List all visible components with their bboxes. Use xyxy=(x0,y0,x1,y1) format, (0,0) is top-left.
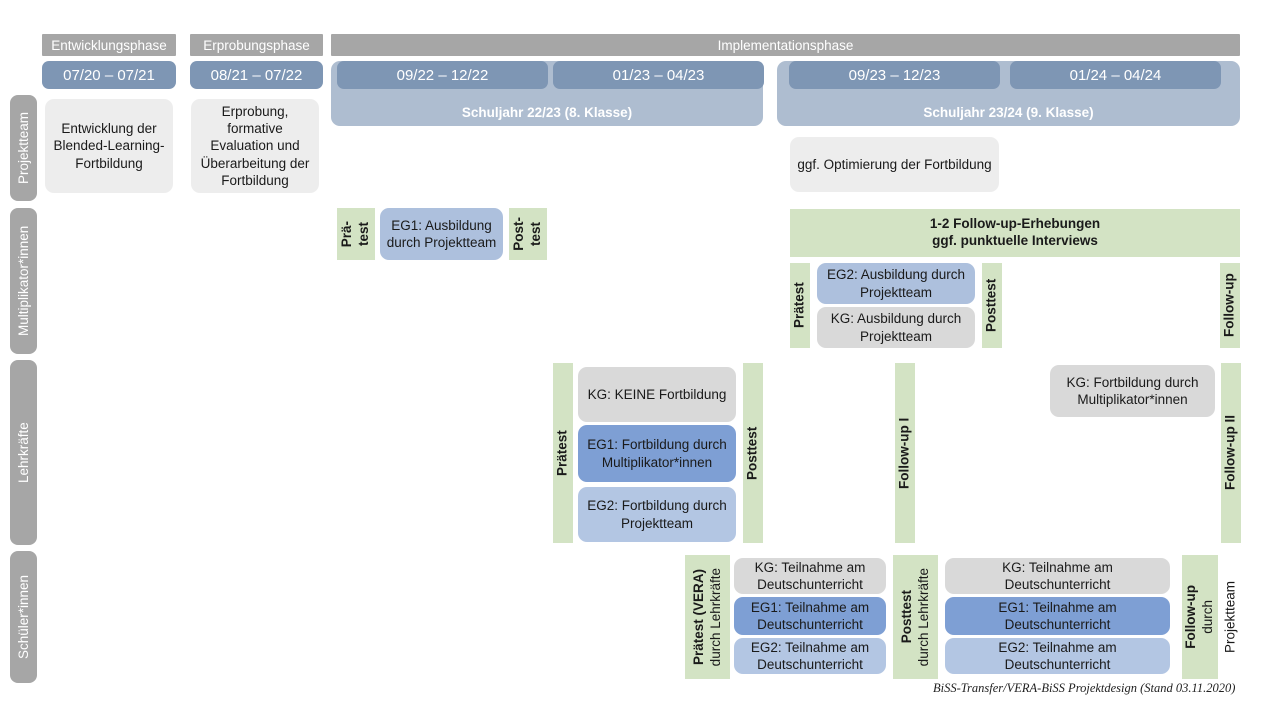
multiplikatoren-posttest-1: Post- test xyxy=(509,208,547,260)
multiplikatoren-praetest-1: Prä- test xyxy=(337,208,375,260)
lehrkraefte-followup-2: Follow-up II xyxy=(1221,363,1241,543)
projektteam-erprobung-card: Erprobung, formative Evaluation und Über… xyxy=(191,99,319,193)
multiplikatoren-praetest-2: Prätest xyxy=(790,263,810,348)
period-08-21-07-22: 08/21 – 07/22 xyxy=(190,61,323,89)
period-09-23-12-23: 09/23 – 12/23 xyxy=(789,61,1000,89)
schueler-praetest-sub: durch Lehrkräfte xyxy=(707,567,723,667)
schueler-posttest-sub: durch Lehrkräfte xyxy=(915,567,931,667)
multiplikatoren-followup-banner-line2: ggf. punktuelle Interviews xyxy=(932,233,1098,248)
multiplikatoren-praetest-1-line1: Prä- xyxy=(339,220,355,248)
lehrkraefte-followup-1: Follow-up I xyxy=(895,363,915,543)
phase-band-erprobungsphase: Erprobungsphase xyxy=(190,34,323,56)
row-label-schueler: Schüler*innen xyxy=(10,551,37,683)
lehrkraefte-posttest: Posttest xyxy=(743,363,763,543)
multiplikatoren-eg1-card: EG1: Ausbildung durch Projektteam xyxy=(380,208,503,260)
schueler-block-b-kg-card: KG: Teilnahme am Deutschunterricht xyxy=(945,558,1170,594)
schueler-block-b-eg2-card: EG2: Teilnahme am Deutschunterricht xyxy=(945,638,1170,674)
lehrkraefte-kg-keine-card: KG: KEINE Fortbildung xyxy=(578,367,736,422)
footer-credit: BiSS-Transfer/VERA-BiSS Projektdesign (S… xyxy=(933,681,1236,695)
multiplikatoren-eg2-card: EG2: Ausbildung durch Projektteam xyxy=(817,263,975,304)
row-label-multiplikatoren: Multiplikator*innen xyxy=(10,208,37,354)
schueler-posttest: Posttest durch Lehrkräfte xyxy=(893,555,938,679)
multiplikatoren-followup-banner: 1-2 Follow-up-Erhebungen ggf. punktuelle… xyxy=(790,209,1240,257)
multiplikatoren-posttest-1-line2: test xyxy=(528,221,543,246)
period-01-23-04-23: 01/23 – 04/23 xyxy=(553,61,764,89)
schueler-praetest-vera: Prätest (VERA) durch Lehrkräfte xyxy=(685,555,730,679)
multiplikatoren-praetest-1-line2: test xyxy=(356,221,371,246)
schueler-block-b-eg1-card: EG1: Teilnahme am Deutschunterricht xyxy=(945,597,1170,635)
period-09-22-12-22: 09/22 – 12/22 xyxy=(337,61,548,89)
schueler-followup-sub2: Projektteam xyxy=(1222,580,1238,654)
schueler-block-a-eg2-card: EG2: Teilnahme am Deutschunterricht xyxy=(734,638,886,674)
multiplikatoren-followup-banner-line1: 1-2 Follow-up-Erhebungen xyxy=(929,216,1101,232)
multiplikatoren-posttest-2: Posttest xyxy=(982,263,1002,348)
schueler-block-a-kg-card: KG: Teilnahme am Deutschunterricht xyxy=(734,558,886,594)
phase-band-implementationsphase: Implementationsphase xyxy=(331,34,1240,56)
multiplikatoren-followup: Follow-up xyxy=(1220,263,1240,348)
row-label-lehrkraefte: Lehrkräfte xyxy=(10,360,37,545)
schueler-followup-sub1: durch xyxy=(1200,600,1215,634)
row-label-projektteam: Projektteam xyxy=(10,95,37,201)
schueler-posttest-main: Posttest xyxy=(898,590,914,644)
schueler-followup: Follow-up durch xyxy=(1182,555,1218,679)
phase-band-entwicklungsphase: Entwicklungsphase xyxy=(42,34,176,56)
lehrkraefte-eg2-card: EG2: Fortbildung durch Projektteam xyxy=(578,487,736,542)
schueler-praetest-main: Prätest (VERA) xyxy=(690,568,706,666)
lehrkraefte-eg1-card: EG1: Fortbildung durch Multiplikator*inn… xyxy=(578,425,736,482)
lehrkraefte-kg-late-card: KG: Fortbildung durch Multiplikator*inne… xyxy=(1050,365,1215,417)
multiplikatoren-posttest-1-line1: Post- xyxy=(511,217,527,251)
projektteam-entwicklung-card: Entwicklung der Blended-Learning-Fortbil… xyxy=(45,99,173,193)
period-01-24-04-24: 01/24 – 04/24 xyxy=(1010,61,1221,89)
schueler-followup-main: Follow-up xyxy=(1183,585,1199,649)
schueler-block-a-eg1-card: EG1: Teilnahme am Deutschunterricht xyxy=(734,597,886,635)
period-07-20-07-21: 07/20 – 07/21 xyxy=(42,61,176,89)
projektteam-optimierung-card: ggf. Optimierung der Fortbildung xyxy=(790,137,999,192)
multiplikatoren-kg-card: KG: Ausbildung durch Projektteam xyxy=(817,307,975,348)
lehrkraefte-praetest: Prätest xyxy=(553,363,573,543)
